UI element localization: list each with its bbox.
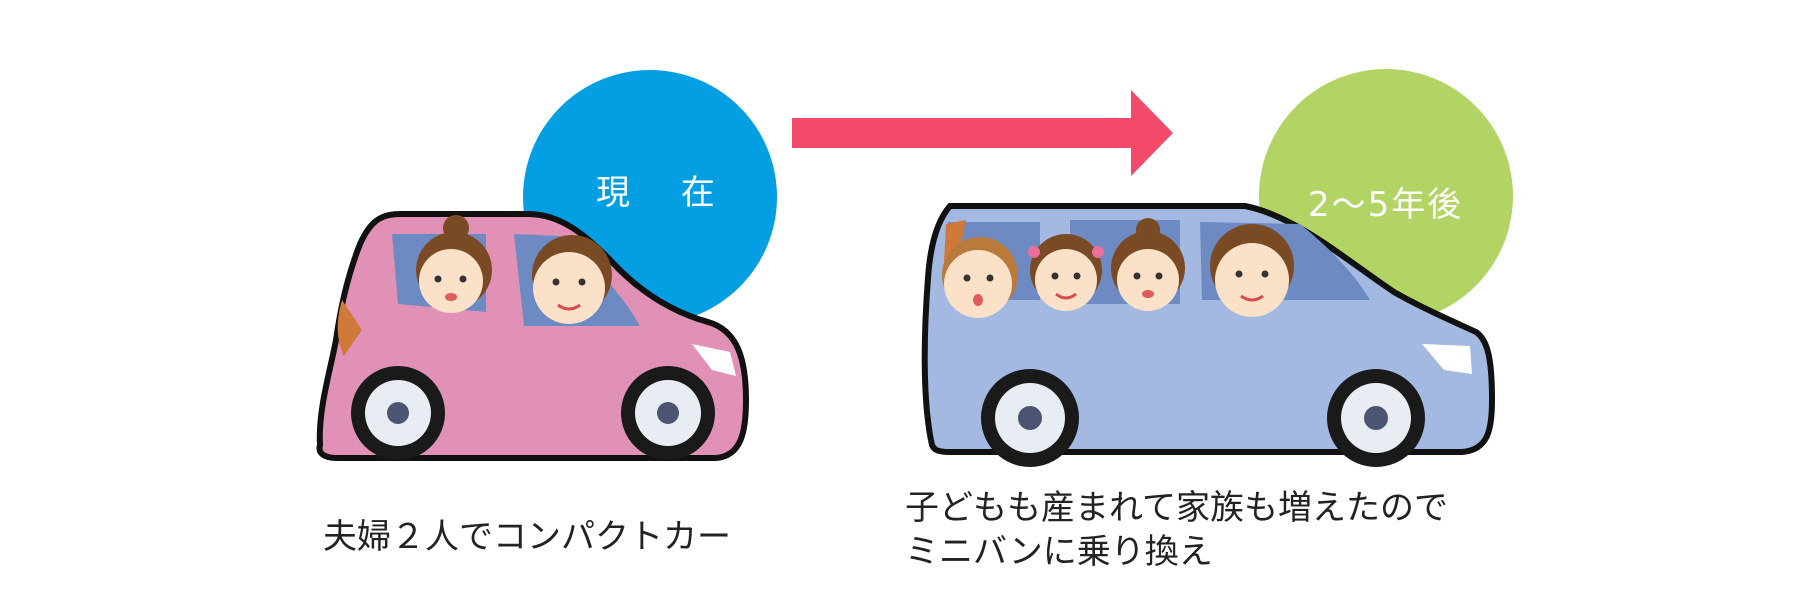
girl-face-icon [1028,234,1104,311]
man-face-icon [532,235,612,324]
right-caption-line-1: 子どもも産まれて家族も増えたので [905,488,1448,528]
mother-face-icon [1111,218,1185,311]
right-caption: 子どもも産まれて家族も増えたので ミニバンに乗り換え [905,486,1448,574]
woman-face-icon [416,215,492,313]
now-badge-label: 現 在 [596,173,735,213]
progress-arrow-icon [792,90,1173,176]
father-face-icon [1210,224,1294,317]
baby-face-icon [942,237,1018,318]
left-caption: 夫婦２人でコンパクトカー [323,515,731,559]
right-caption-line-2: ミニバンに乗り換え [905,532,1213,573]
left-caption-text: 夫婦２人でコンパクトカー [323,517,731,557]
future-badge-label: 2～5年後 [1308,185,1464,225]
